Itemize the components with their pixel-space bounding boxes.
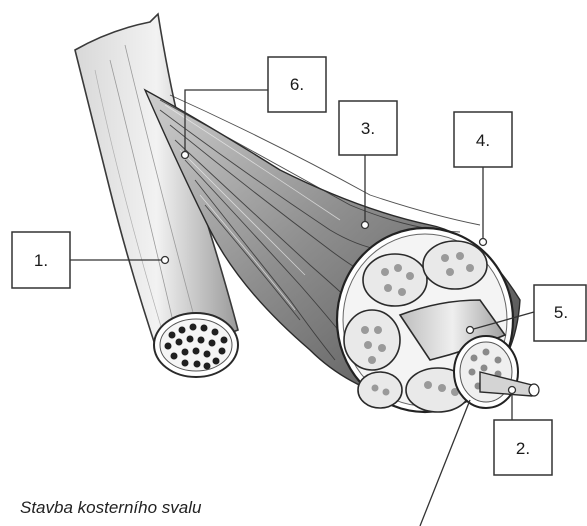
label-3: 3. <box>339 101 397 155</box>
leader-dot-2 <box>509 387 516 394</box>
tendon-cross-section <box>154 313 238 377</box>
label-1: 1. <box>12 232 70 288</box>
label-3-text: 3. <box>361 119 375 138</box>
leader-dot-4 <box>480 239 487 246</box>
leader-dot-5 <box>467 327 474 334</box>
label-6: 6. <box>268 57 326 112</box>
label-5-text: 5. <box>554 303 568 322</box>
label-4: 4. <box>454 112 512 167</box>
leader-dot-1 <box>162 257 169 264</box>
label-2-text: 2. <box>516 439 530 458</box>
label-6-text: 6. <box>290 75 304 94</box>
diagram-caption: Stavba kosterního svalu <box>20 498 202 517</box>
label-4-text: 4. <box>476 131 490 150</box>
leader-dot-3 <box>362 222 369 229</box>
label-2: 2. <box>494 420 552 475</box>
leader-dot-6 <box>182 152 189 159</box>
label-5: 5. <box>534 285 586 341</box>
label-1-text: 1. <box>34 251 48 270</box>
leader-line-extra <box>420 400 470 526</box>
